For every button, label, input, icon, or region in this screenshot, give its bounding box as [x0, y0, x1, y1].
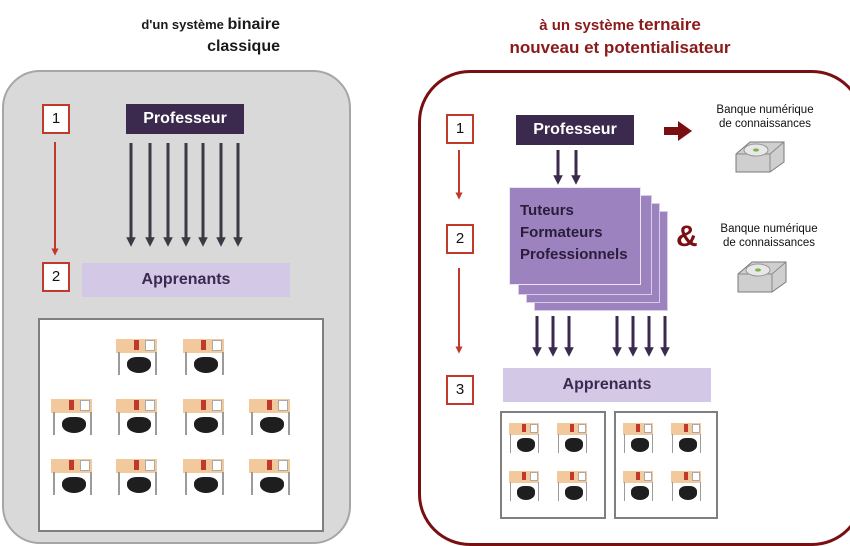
left-title-strong: binaire [227, 16, 280, 33]
right-bank-arrow [664, 121, 692, 141]
right-step-3: 3 [446, 375, 474, 405]
left-title-line2: classique [207, 38, 280, 55]
classroom-desk-icon [506, 419, 550, 459]
left-teacher-box: Professeur [126, 104, 244, 134]
classroom-desk-icon [113, 394, 171, 442]
knowledge-bank-label-1: Banque numérique de connaissances [716, 104, 814, 130]
right-teacher-box: Professeur [516, 115, 634, 145]
classroom-desk-icon [113, 334, 171, 382]
left-title-prefix: d'un système [141, 17, 228, 32]
classroom-desk-icon [554, 467, 598, 507]
ampersand-symbol: & [676, 220, 698, 253]
left-classroom-photo [38, 318, 324, 532]
classroom-desk-icon [113, 454, 171, 502]
right-learners-box: Apprenants [503, 368, 711, 402]
tutors-card: Tuteurs Formateurs Professionnels [509, 187, 641, 285]
classroom-desk-icon [620, 419, 664, 459]
disk-drive-icon [735, 141, 785, 173]
right-title: à un système ternaire nouveau et potenti… [455, 14, 785, 59]
disk-drive-icon [737, 261, 787, 293]
left-step-2: 2 [42, 262, 70, 292]
right-tutor-arrows [532, 316, 670, 357]
left-title: d'un système binaire classique [60, 14, 280, 58]
knowledge-bank-label-2: Banque numérique de connaissances [720, 223, 818, 249]
professionals-label: Professionnels [520, 246, 628, 263]
right-step-1: 1 [446, 114, 474, 144]
right-teacher-arrows [553, 150, 581, 185]
classroom-desk-icon [48, 454, 106, 502]
classroom-desk-icon [668, 467, 712, 507]
classroom-desk-icon [246, 394, 304, 442]
classroom-desk-icon [180, 394, 238, 442]
left-teacher-arrows [126, 143, 243, 247]
right-classroom-photo-1 [500, 411, 606, 519]
left-step-1: 1 [42, 104, 70, 134]
tutors-label: Tuteurs [520, 202, 574, 219]
right-title-line2: nouveau et potentialisateur [509, 38, 731, 57]
classroom-desk-icon [668, 419, 712, 459]
classroom-desk-icon [506, 467, 550, 507]
classroom-desk-icon [180, 334, 238, 382]
trainers-label: Formateurs [520, 224, 603, 241]
right-classroom-photo-2 [614, 411, 718, 519]
right-title-prefix: à un système [539, 17, 639, 34]
right-step-2: 2 [446, 224, 474, 254]
right-title-strong: ternaire [638, 15, 701, 34]
classroom-desk-icon [620, 467, 664, 507]
arrows-layer [51, 121, 692, 357]
classroom-desk-icon [180, 454, 238, 502]
classroom-desk-icon [48, 394, 106, 442]
classroom-desk-icon [246, 454, 304, 502]
left-learners-box: Apprenants [82, 263, 290, 297]
classroom-desk-icon [554, 419, 598, 459]
